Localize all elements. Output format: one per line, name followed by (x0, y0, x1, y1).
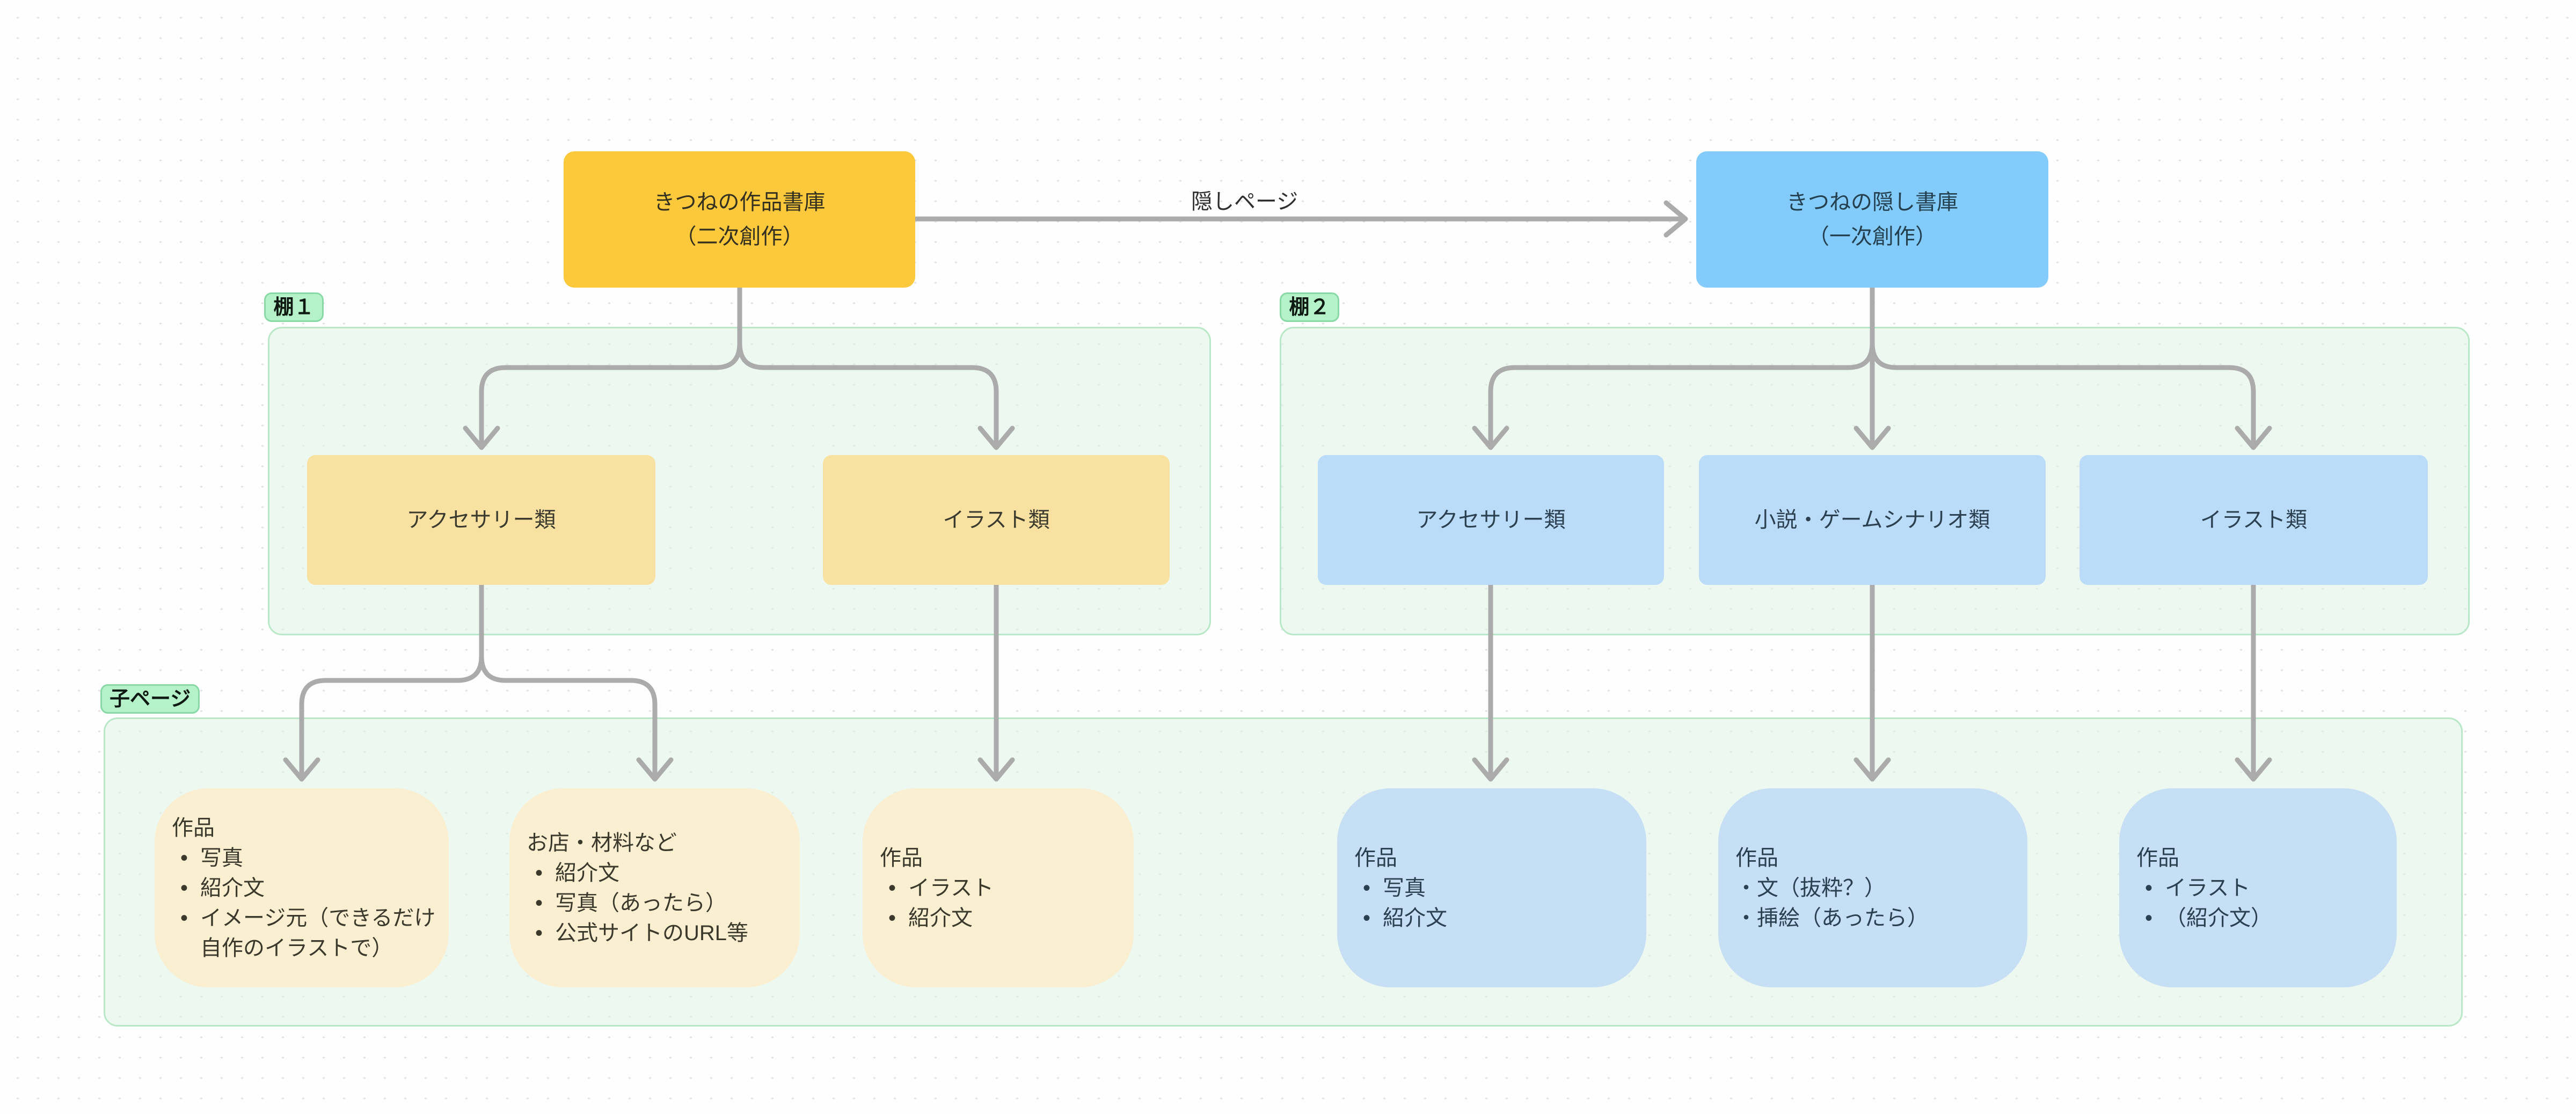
node-label-line: （二次創作） (675, 225, 804, 248)
card-bullet-list: •イラスト •紹介文 (880, 873, 1126, 933)
node-label: アクセサリー類 (406, 508, 556, 532)
node-shelf2-accessories[interactable]: アクセサリー類 (1318, 455, 1664, 585)
card-bullet: ・挿絵（あったら） (1735, 906, 1929, 930)
card-bullet: •イラスト (2145, 876, 2251, 900)
connector-accessories-to-card2[interactable] (479, 582, 674, 782)
card-bullet-list: •紹介文 •写真（あったら） •公式サイトのURL等 (527, 858, 792, 948)
badge-child-pages[interactable]: 子ページ (100, 684, 200, 714)
node-shelf1-accessories[interactable]: アクセサリー類 (307, 455, 655, 585)
connector-novel-to-card5[interactable] (1853, 582, 1891, 782)
connector-accessories-to-card1[interactable] (283, 582, 484, 782)
card-bullet: •イメージ元（できるだけ自作のイラストで） (180, 906, 436, 960)
edge-label-hidden-page[interactable]: 隠しページ (1191, 190, 1298, 214)
node-label-line: きつねの作品書庫 (653, 190, 826, 214)
card-title: 作品 (172, 816, 215, 840)
card-title: 作品 (880, 846, 923, 870)
connector-accessories2-to-card4[interactable] (1472, 582, 1509, 782)
section-child-pages[interactable] (104, 717, 2463, 1027)
badge-shelf2[interactable]: 棚２ (1280, 292, 1339, 322)
node-shelf2-illustrations[interactable]: イラスト類 (2079, 455, 2428, 585)
card-bullet: •イラスト (888, 876, 994, 900)
node-shelf2-novel-scenario[interactable]: 小説・ゲームシナリオ類 (1699, 455, 2046, 585)
card-works-novel[interactable]: 作品 ・文（抜粋？） ・挿絵（あったら） (1718, 788, 2027, 987)
card-title: 作品 (1735, 846, 1778, 870)
card-bullet: •紹介文 (180, 876, 265, 900)
card-bullet: •紹介文 (888, 906, 973, 930)
card-works-illustrations[interactable]: 作品 •イラスト •紹介文 (863, 788, 1134, 987)
card-shops-materials[interactable]: お店・材料など •紹介文 •写真（あったら） •公式サイトのURL等 (509, 788, 800, 987)
card-bullet-list: •写真 •紹介文 •イメージ元（できるだけ自作のイラストで） (172, 843, 441, 963)
connector-root-to-root[interactable] (913, 200, 1688, 238)
connector-rootright-to-illust[interactable] (1870, 285, 2272, 450)
card-bullet-list: •イラスト •（紹介文） (2136, 873, 2389, 933)
node-label: アクセサリー類 (1416, 508, 1566, 532)
node-label-line: きつねの隠し書庫 (1786, 190, 1958, 214)
card-works-illustrations-hidden[interactable]: 作品 •イラスト •（紹介文） (2119, 788, 2397, 987)
card-title: 作品 (2136, 846, 2179, 870)
card-title: 作品 (1354, 846, 1397, 870)
connector-rootleft-to-accessories[interactable] (463, 285, 742, 450)
connector-rootright-to-accessories[interactable] (1472, 285, 1875, 450)
card-bullet-list: •写真 •紹介文 (1354, 873, 1639, 933)
card-bullet: •写真 (1363, 876, 1426, 900)
node-label: イラスト類 (943, 508, 1050, 532)
connector-illust1-to-card3[interactable] (977, 582, 1015, 782)
connector-illust2-to-card6[interactable] (2235, 582, 2272, 782)
card-title: お店・材料など (527, 831, 677, 855)
node-root-hidden-archive[interactable]: きつねの隠し書庫 （一次創作） (1696, 151, 2048, 288)
card-bullet: •写真 (180, 846, 243, 870)
card-works-accessories[interactable]: 作品 •写真 •紹介文 •イメージ元（できるだけ自作のイラストで） (155, 788, 449, 987)
connector-rootleft-to-illust[interactable] (737, 285, 1015, 450)
card-bullet: •紹介文 (535, 861, 619, 885)
card-bullet: •公式サイトのURL等 (535, 921, 749, 945)
card-bullet: •紹介文 (1363, 906, 1447, 930)
card-bullet: •（紹介文） (2145, 906, 2272, 930)
node-shelf1-illustrations[interactable]: イラスト類 (823, 455, 1170, 585)
node-label: イラスト類 (2200, 508, 2308, 532)
card-bullet: ・文（抜粋？） (1735, 876, 1886, 900)
node-label: 小説・ゲームシナリオ類 (1754, 508, 1990, 532)
card-works-accessories-hidden[interactable]: 作品 •写真 •紹介文 (1337, 788, 1646, 987)
card-bullet: •写真（あったら） (535, 891, 727, 915)
node-label-line: （一次創作） (1808, 225, 1937, 248)
badge-shelf1[interactable]: 棚１ (264, 292, 324, 322)
node-root-main-archive[interactable]: きつねの作品書庫 （二次創作） (564, 151, 915, 288)
